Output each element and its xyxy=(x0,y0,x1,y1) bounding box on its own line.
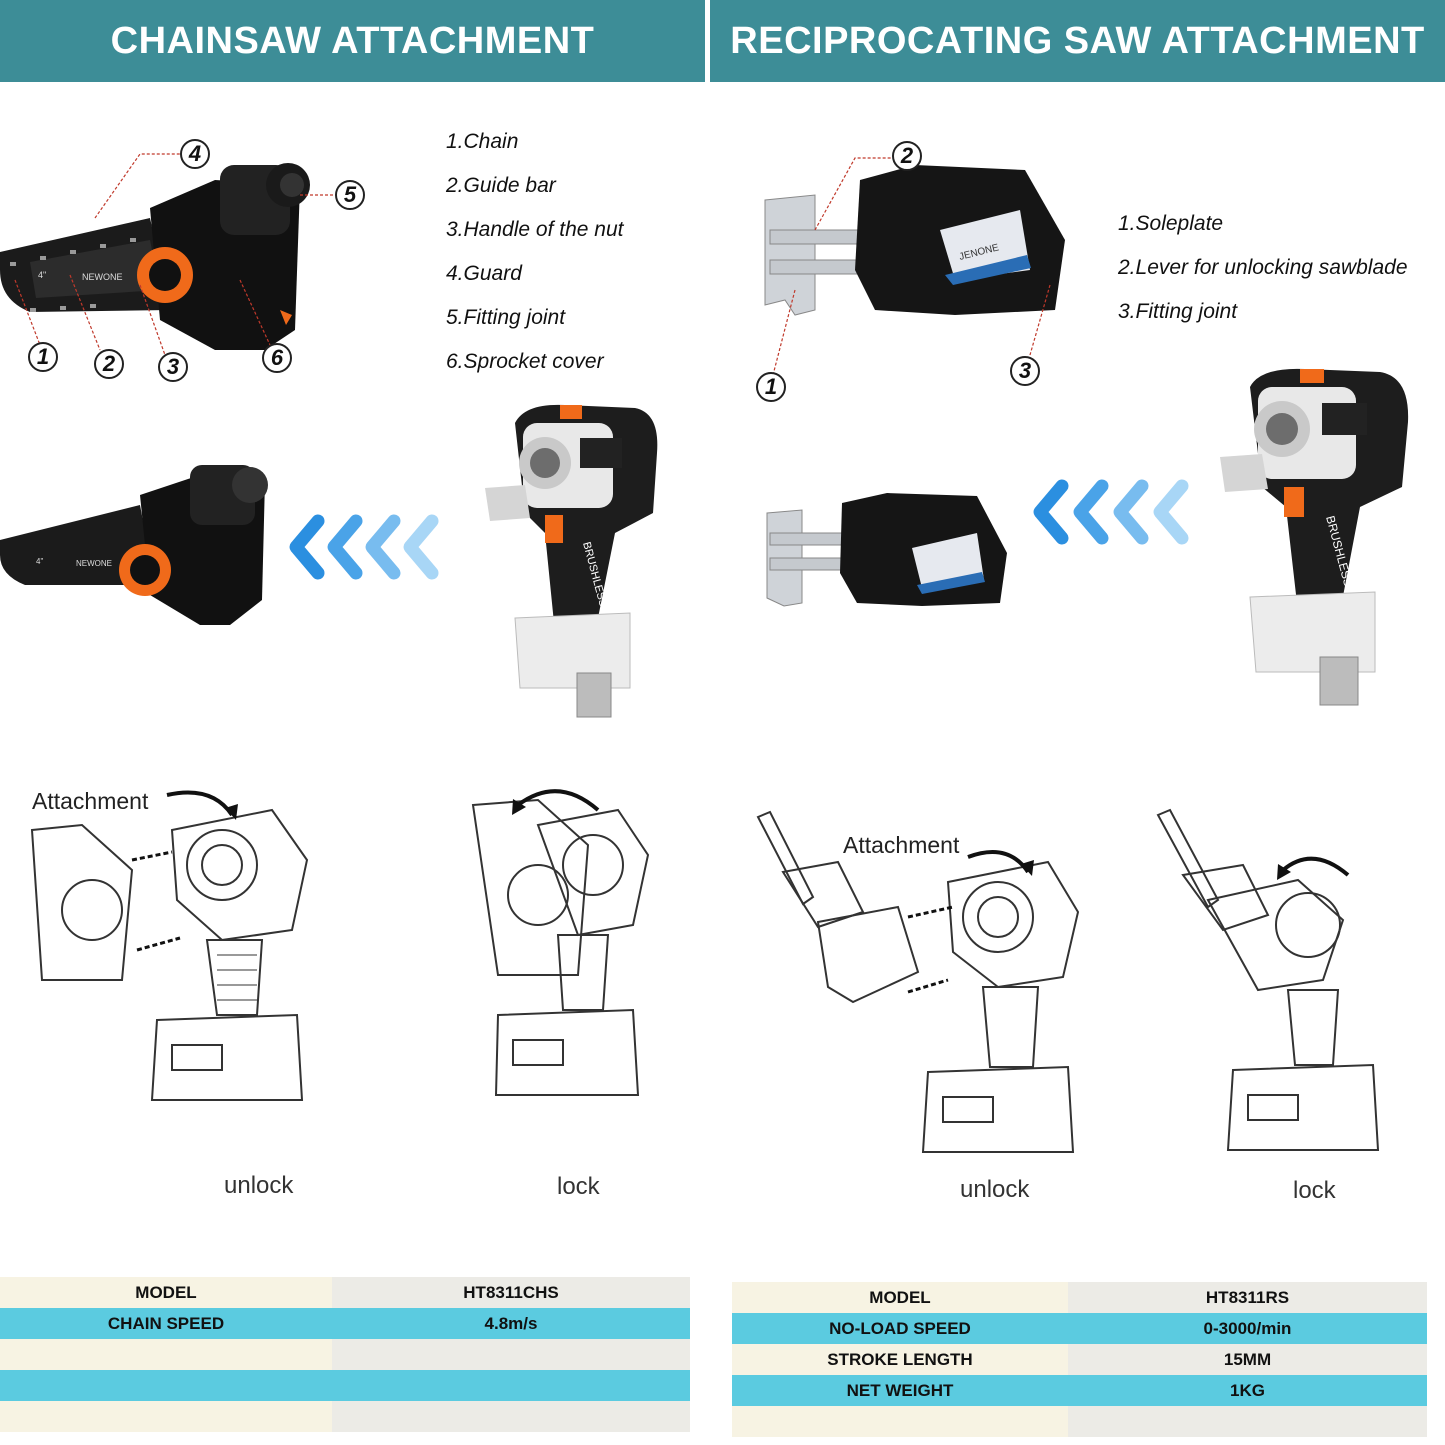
recip-attachment-label: Attachment xyxy=(843,832,960,858)
recip-callout-2: 2 xyxy=(892,141,922,171)
callout-2: 2 xyxy=(94,349,124,379)
spec-label: NO-LOAD SPEED xyxy=(732,1313,1068,1344)
callout-6: 6 xyxy=(262,343,292,373)
part-item: 3.Fitting joint xyxy=(1118,300,1238,323)
callout-5: 5 xyxy=(335,180,365,210)
part-item: 6.Sprocket cover xyxy=(446,350,604,373)
recip-lock-diagram xyxy=(1156,808,1380,1151)
table-row xyxy=(732,1406,1427,1437)
spec-label: MODEL xyxy=(732,1282,1068,1313)
spec-label: CHAIN SPEED xyxy=(0,1308,332,1339)
spec-label xyxy=(732,1406,1068,1437)
spec-label: STROKE LENGTH xyxy=(732,1344,1068,1375)
table-row: STROKE LENGTH 15MM xyxy=(732,1344,1427,1375)
recip-attachment-image-2 xyxy=(766,493,1007,607)
chainsaw-attachment-label: Attachment xyxy=(32,788,149,814)
part-item: 4.Guard xyxy=(446,262,522,285)
insert-arrows-icon-right xyxy=(1033,479,1189,545)
recip-header: RECIPROCATING SAW ATTACHMENT xyxy=(710,0,1445,82)
part-item: 2.Guide bar xyxy=(446,174,556,197)
recip-spec-table: MODEL HT8311RS NO-LOAD SPEED 0-3000/min … xyxy=(732,1282,1427,1437)
spec-value: 4.8m/s xyxy=(332,1308,690,1339)
svg-text:4": 4" xyxy=(36,557,43,566)
recip-callout-1: 1 xyxy=(756,372,786,402)
table-row: MODEL HT8311CHS xyxy=(0,1277,690,1308)
spec-label xyxy=(0,1339,332,1370)
table-row: CHAIN SPEED 4.8m/s xyxy=(0,1308,690,1339)
spec-value xyxy=(332,1401,690,1432)
chainsaw-attachment-image: 4" NEWONE xyxy=(0,153,335,356)
part-item: 5.Fitting joint xyxy=(446,306,566,329)
chainsaw-tool-body: BRUSHLESS xyxy=(485,404,658,718)
part-item: 3.Handle of the nut xyxy=(446,218,624,241)
bar-size-text: 4" xyxy=(38,270,46,280)
chainsaw-lock-label: lock xyxy=(557,1173,600,1200)
recip-parts-list: 1.Soleplate 2.Lever for unlocking sawbla… xyxy=(1118,202,1408,334)
recip-unlock-diagram xyxy=(756,810,1080,1153)
part-item: 2.Lever for unlocking sawblade xyxy=(1118,256,1408,279)
chainsaw-parts-list: 1.Chain 2.Guide bar 3.Handle of the nut … xyxy=(446,120,623,384)
table-row xyxy=(0,1401,690,1432)
spec-value: HT8311RS xyxy=(1068,1282,1427,1313)
spec-value xyxy=(332,1339,690,1370)
spec-value: HT8311CHS xyxy=(332,1277,690,1308)
recip-unlock-label: unlock xyxy=(960,1176,1030,1203)
spec-value xyxy=(1068,1406,1427,1437)
svg-text:NEWONE: NEWONE xyxy=(76,559,112,568)
chainsaw-header: CHAINSAW ATTACHMENT xyxy=(0,0,705,82)
table-row xyxy=(0,1370,690,1401)
insert-arrows-icon xyxy=(289,514,439,580)
table-row xyxy=(0,1339,690,1370)
chainsaw-spec-table: MODEL HT8311CHS CHAIN SPEED 4.8m/s xyxy=(0,1277,690,1432)
spec-value: 0-3000/min xyxy=(1068,1313,1427,1344)
spec-value xyxy=(332,1370,690,1401)
recip-attachment-image: JENONE xyxy=(764,157,1065,376)
recip-lock-label: lock xyxy=(1293,1177,1336,1204)
chainsaw-lock-diagram xyxy=(471,789,650,1096)
spec-value: 1KG xyxy=(1068,1375,1427,1406)
callout-4: 4 xyxy=(180,139,210,169)
table-row: NO-LOAD SPEED 0-3000/min xyxy=(732,1313,1427,1344)
spec-label xyxy=(0,1370,332,1401)
recip-callout-3: 3 xyxy=(1010,356,1040,386)
chainsaw-unlock-label: unlock xyxy=(224,1172,294,1199)
chainsaw-unlock-diagram xyxy=(30,790,309,1101)
bar-brand-text: NEWONE xyxy=(82,272,123,282)
table-row: MODEL HT8311RS xyxy=(732,1282,1427,1313)
part-item: 1.Soleplate xyxy=(1118,212,1224,235)
callout-3: 3 xyxy=(158,352,188,382)
spec-value: 15MM xyxy=(1068,1344,1427,1375)
spec-label: NET WEIGHT xyxy=(732,1375,1068,1406)
part-item: 1.Chain xyxy=(446,130,519,153)
recip-tool-body: BRUSHLESS xyxy=(1220,368,1409,706)
table-row: NET WEIGHT 1KG xyxy=(732,1375,1427,1406)
spec-label xyxy=(0,1401,332,1432)
chainsaw-attachment-image-2: 4" NEWONE xyxy=(0,465,268,625)
spec-label: MODEL xyxy=(0,1277,332,1308)
callout-1: 1 xyxy=(28,342,58,372)
